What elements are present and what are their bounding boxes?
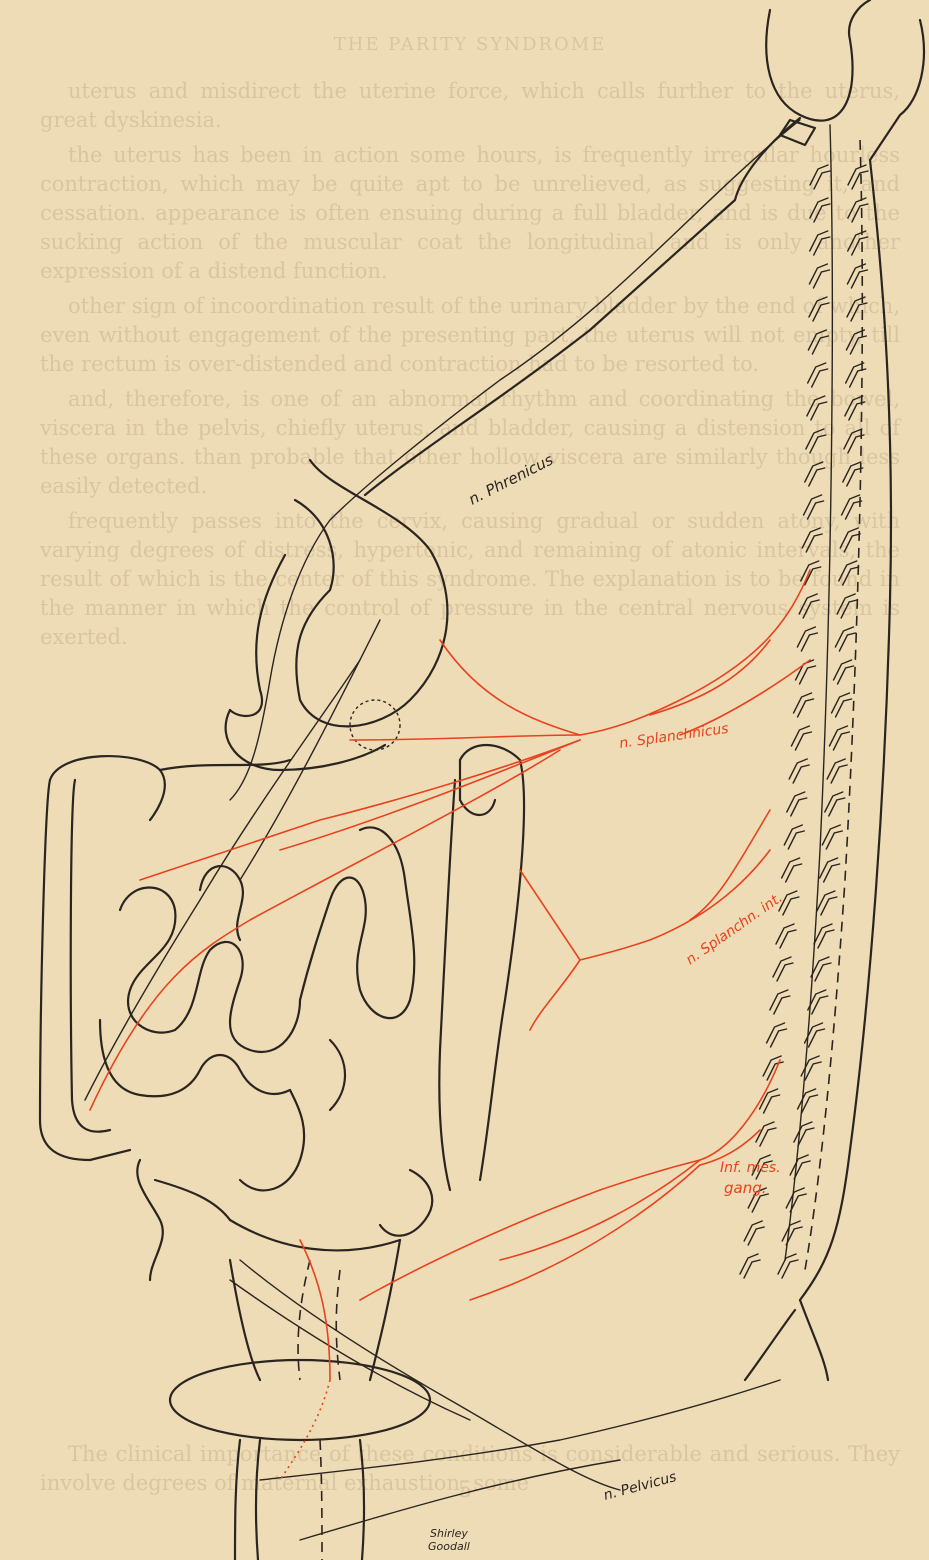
ganglion-hook bbox=[809, 264, 829, 288]
sympathetic-nerves bbox=[90, 570, 810, 1480]
ganglion-hook bbox=[822, 825, 842, 849]
phrenic-nerve bbox=[230, 120, 800, 800]
ganglion-hook bbox=[847, 264, 867, 288]
ganglion-hook bbox=[802, 528, 822, 552]
signature-line1: Shirley bbox=[430, 1527, 468, 1540]
label-splanchnicus: n. Splanchnicus bbox=[618, 721, 729, 752]
ganglion-hook bbox=[810, 198, 830, 222]
ganglion-hook bbox=[782, 858, 802, 882]
ganglion-hook bbox=[810, 165, 830, 189]
ganglion-hook bbox=[794, 1122, 814, 1146]
ganglion-hook bbox=[786, 1188, 806, 1212]
ganglion-hook bbox=[848, 198, 868, 222]
ganglion-hook bbox=[776, 924, 796, 948]
ganglion-hook bbox=[773, 957, 793, 981]
ganglion-hook bbox=[837, 594, 857, 618]
ganglion-hook bbox=[847, 297, 867, 321]
ganglion-hook bbox=[848, 231, 868, 255]
ganglion-hook bbox=[801, 561, 821, 585]
ganglion-hook bbox=[756, 1122, 776, 1146]
nerve-lines-black bbox=[85, 620, 780, 1540]
ganglion-hook bbox=[842, 495, 862, 519]
ganglion-hook bbox=[810, 231, 830, 255]
ganglion-hook bbox=[846, 330, 866, 354]
ganglion-hook bbox=[839, 561, 859, 585]
label-splanchn-int: n. Splanchn. int. bbox=[683, 890, 786, 968]
ganglion-hook bbox=[806, 429, 826, 453]
ganglion-hook bbox=[744, 1221, 764, 1245]
label-inf-mes-line2: gang. bbox=[724, 1179, 767, 1197]
ganglion-hook bbox=[794, 693, 814, 717]
ganglion-hook bbox=[808, 330, 828, 354]
label-inf-mes-line1: Inf. mes. bbox=[720, 1160, 781, 1176]
pelvic-organs bbox=[137, 1160, 432, 1560]
ganglion-hook bbox=[791, 726, 811, 750]
ganglion-hook bbox=[840, 528, 860, 552]
ganglion-hook bbox=[817, 891, 837, 915]
label-phrenicus: n. Phrenicus bbox=[466, 451, 557, 509]
ganglion-hook bbox=[789, 759, 809, 783]
ganglion-hook bbox=[782, 1221, 802, 1245]
ganglion-hook bbox=[804, 495, 824, 519]
ganglion-hook bbox=[805, 462, 825, 486]
ganglion-hook bbox=[820, 858, 840, 882]
ganglion-hook bbox=[778, 1254, 798, 1278]
ganglion-hook bbox=[814, 924, 834, 948]
ganglion-hook bbox=[784, 825, 804, 849]
diaphragm-line bbox=[365, 118, 800, 495]
ganglion-hook bbox=[809, 297, 829, 321]
sympathetic-ganglia-chain bbox=[740, 165, 868, 1278]
ganglion-hook bbox=[807, 396, 827, 420]
ganglion-hook bbox=[790, 1155, 810, 1179]
ganglion-hook bbox=[825, 792, 845, 816]
ganglion-hook bbox=[799, 594, 819, 618]
ganglion-hook bbox=[740, 1254, 760, 1278]
ganglion-hook bbox=[834, 660, 854, 684]
ganglion-hook bbox=[770, 990, 790, 1014]
ganglion-hook bbox=[797, 627, 817, 651]
ganglion-hook bbox=[787, 792, 807, 816]
ganglion-hook bbox=[827, 759, 847, 783]
label-pelvicus: n. Pelvicus bbox=[602, 1469, 678, 1504]
ganglion-hook bbox=[798, 1089, 818, 1113]
ganglion-hook bbox=[848, 165, 868, 189]
stomach bbox=[226, 460, 448, 770]
signature-line2: Goodall bbox=[428, 1540, 470, 1553]
ganglion-hook bbox=[767, 1023, 787, 1047]
ganglion-hook bbox=[835, 627, 855, 651]
ganglion-hook bbox=[760, 1089, 780, 1113]
ganglion-hook bbox=[832, 693, 852, 717]
ganglion-hook bbox=[829, 726, 849, 750]
spinal-column bbox=[785, 125, 862, 1270]
ganglion-hook bbox=[808, 363, 828, 387]
